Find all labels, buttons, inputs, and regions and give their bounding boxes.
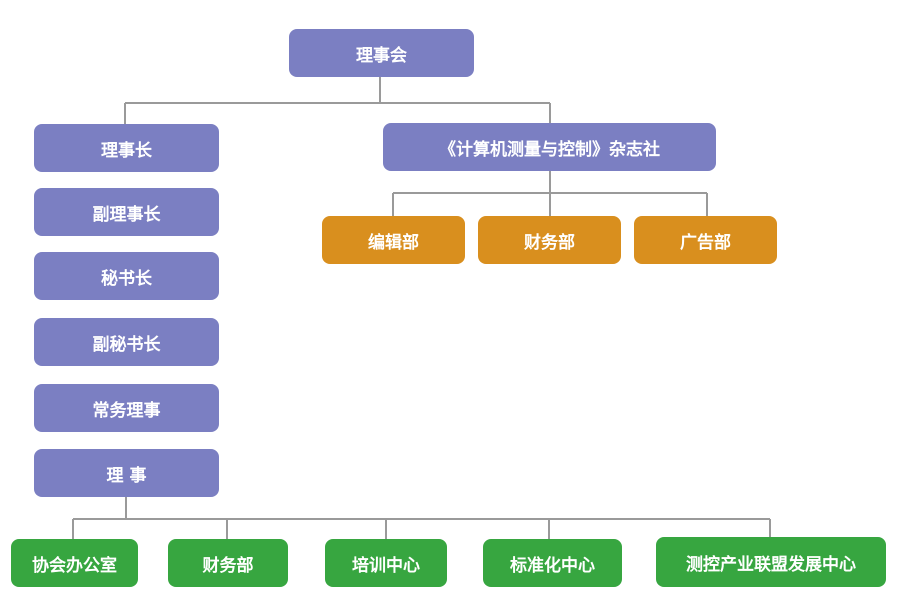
node-training-center: 培训中心 bbox=[325, 539, 447, 587]
node-journal: 《计算机测量与控制》杂志社 bbox=[383, 123, 716, 171]
node-deputy-secretary-general: 副秘书长 bbox=[34, 318, 219, 366]
node-journal-editorial: 编辑部 bbox=[322, 216, 465, 264]
node-vice-chairman: 副理事长 bbox=[34, 188, 219, 236]
node-director: 理 事 bbox=[34, 449, 219, 497]
node-standing-director: 常务理事 bbox=[34, 384, 219, 432]
node-council: 理事会 bbox=[289, 29, 474, 77]
node-journal-finance: 财务部 bbox=[478, 216, 621, 264]
node-association-office: 协会办公室 bbox=[11, 539, 138, 587]
node-industry-alliance-center: 测控产业联盟发展中心 bbox=[656, 537, 886, 587]
node-journal-advertising: 广告部 bbox=[634, 216, 777, 264]
node-association-finance: 财务部 bbox=[168, 539, 288, 587]
node-chairman: 理事长 bbox=[34, 124, 219, 172]
node-standardization-center: 标准化中心 bbox=[483, 539, 622, 587]
node-secretary-general: 秘书长 bbox=[34, 252, 219, 300]
